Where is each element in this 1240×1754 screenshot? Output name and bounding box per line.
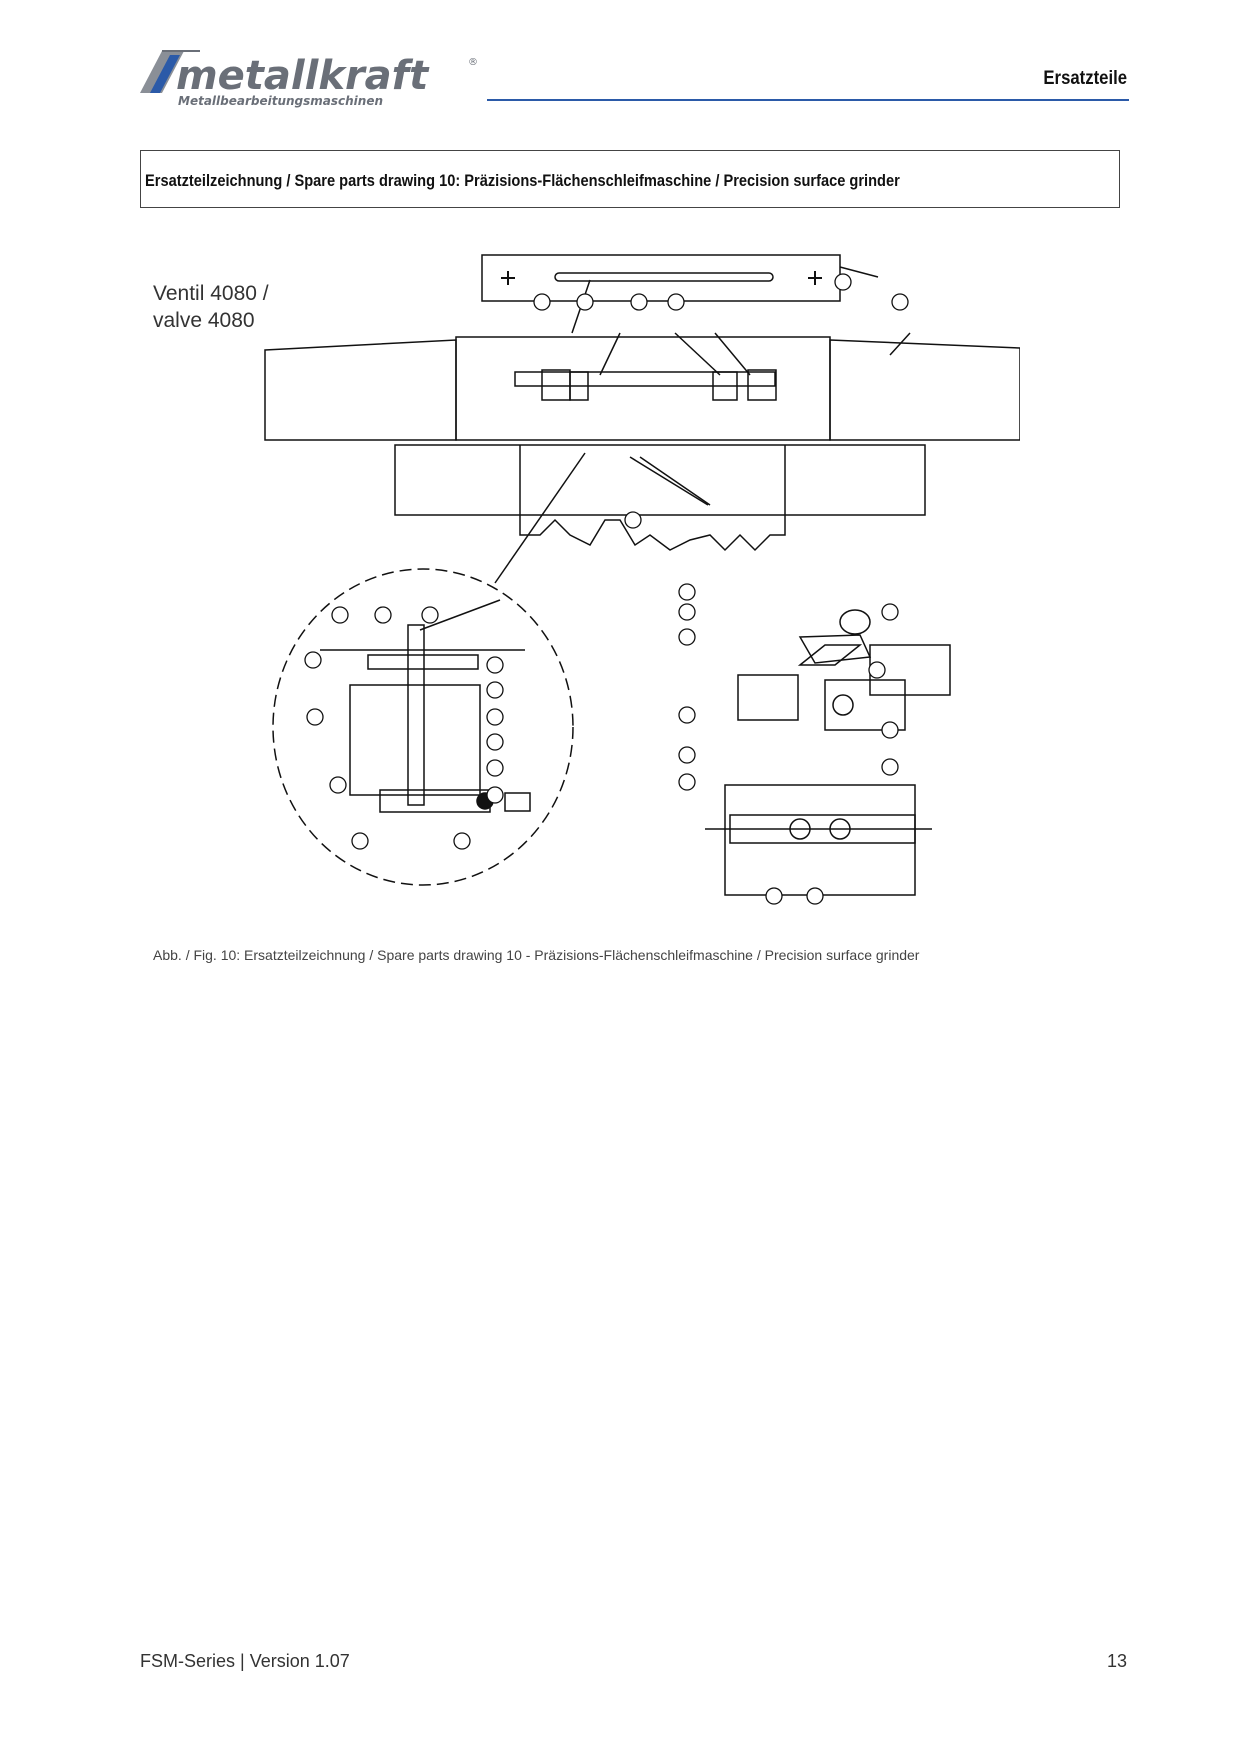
spare-parts-drawing bbox=[260, 245, 1021, 915]
brand-logo: metallkraft ® Metallbearbeitungsmaschine… bbox=[140, 45, 485, 110]
detail-view-circle bbox=[272, 568, 574, 886]
brand-tagline: Metallbearbeitungsmaschinen bbox=[178, 94, 383, 108]
grinder-table bbox=[264, 279, 1021, 584]
brand-name: metallkraft bbox=[176, 53, 430, 99]
part-number-callouts bbox=[304, 273, 909, 905]
valve-label-line-2: valve 4080 bbox=[153, 309, 255, 332]
valve-label: Ventil 4080 / valve 4080 bbox=[153, 280, 269, 334]
registered-mark: ® bbox=[468, 57, 478, 68]
drawing-title: Ersatzteilzeichnung / Spare parts drawin… bbox=[145, 171, 900, 190]
valve-label-line-1: Ventil 4080 / bbox=[153, 282, 269, 305]
header-divider bbox=[487, 99, 1129, 101]
figure-caption: Abb. / Fig. 10: Ersatzteilzeichnung / Sp… bbox=[153, 947, 920, 963]
logo-mark-icon: metallkraft ® Metallbearbeitungsmaschine… bbox=[140, 50, 478, 108]
footer-page-number: 13 bbox=[1106, 1651, 1127, 1671]
section-title: Ersatzteile bbox=[1043, 68, 1127, 89]
footer-series-version: FSM-Series | Version 1.07 bbox=[140, 1651, 350, 1671]
drawing-title-box: Ersatzteilzeichnung / Spare parts drawin… bbox=[140, 150, 1120, 208]
valve-assembly bbox=[705, 609, 951, 896]
